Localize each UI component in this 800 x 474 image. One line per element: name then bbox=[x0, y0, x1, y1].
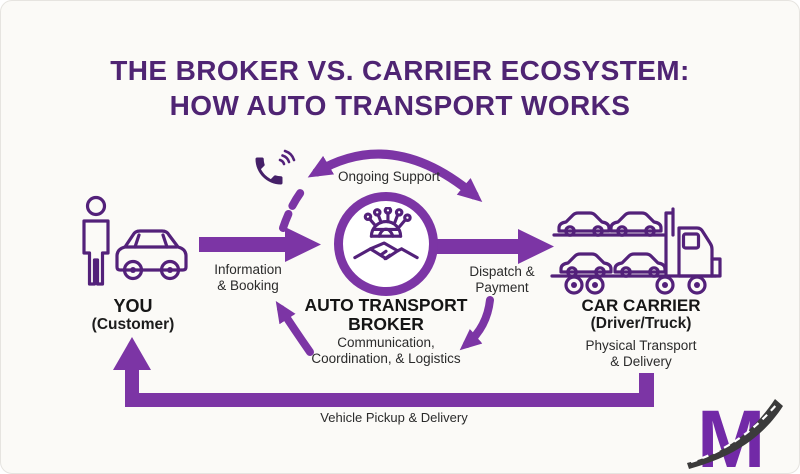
road-swoosh bbox=[687, 399, 783, 469]
trailer-mast bbox=[664, 207, 675, 278]
label-vehicle-pickup-delivery: Vehicle Pickup & Delivery bbox=[320, 410, 468, 425]
road-dashes bbox=[690, 403, 778, 464]
customer-node-label: YOU (Customer) bbox=[67, 296, 199, 334]
carried-car bbox=[557, 211, 611, 237]
car-wheel-hub bbox=[167, 267, 173, 273]
network-spokes bbox=[367, 211, 408, 229]
globe-dome bbox=[369, 220, 403, 238]
road-swoosh-m-logo: M bbox=[685, 389, 799, 473]
person-head bbox=[85, 195, 107, 217]
signal-wave bbox=[278, 158, 286, 166]
truck-cab bbox=[677, 226, 714, 278]
broker-name-line2: BROKER bbox=[348, 313, 424, 334]
car-windshield bbox=[133, 233, 169, 249]
broker-name-line1: AUTO TRANSPORT bbox=[304, 295, 468, 315]
page-title: THE BROKER VS. CARRIER ECOSYSTEM: HOW AU… bbox=[1, 53, 799, 123]
handshake bbox=[353, 241, 419, 261]
customer-subtitle: (Customer) bbox=[91, 316, 175, 333]
label-information-booking: Information & Booking bbox=[198, 262, 298, 293]
arrow-broker-to-carrier bbox=[435, 229, 554, 264]
label-line: Payment bbox=[475, 279, 529, 295]
truck-wheels bbox=[564, 275, 707, 295]
carried-car bbox=[609, 211, 663, 237]
cab-window bbox=[681, 232, 701, 250]
label-line: Coordination, & Logistics bbox=[311, 350, 461, 366]
phone-handset bbox=[255, 157, 283, 185]
carrier-name: CAR CARRIER bbox=[581, 296, 701, 315]
arrow-customer-to-broker bbox=[199, 227, 321, 262]
car-wheel bbox=[159, 259, 181, 281]
signal-wave bbox=[281, 154, 291, 164]
carried-car bbox=[559, 252, 613, 278]
label-line: & Delivery bbox=[610, 353, 672, 369]
label-ongoing-support: Ongoing Support bbox=[337, 169, 441, 184]
car-wheel-hub bbox=[130, 267, 136, 273]
carried-car bbox=[613, 252, 667, 278]
arc-phone-dashed bbox=[279, 188, 305, 232]
car-carrier-truck-icon bbox=[548, 197, 726, 299]
network-nodes bbox=[363, 207, 412, 222]
page-title-line2: HOW AUTO TRANSPORT WORKS bbox=[169, 90, 631, 121]
label-line: Dispatch & bbox=[469, 264, 535, 279]
globe-handshake-icon bbox=[353, 207, 419, 261]
phone-call-icon bbox=[250, 144, 298, 192]
label-line: & Booking bbox=[217, 277, 279, 293]
person-with-car-icon bbox=[73, 194, 193, 294]
label-dispatch-payment: Dispatch & Payment bbox=[451, 264, 553, 295]
label-line: Physical Transport bbox=[585, 338, 697, 353]
person-body bbox=[82, 219, 110, 286]
label-line: Communication, bbox=[337, 335, 435, 350]
label-communication-coordination: Communication, Coordination, & Logistics bbox=[289, 335, 483, 366]
broker-node-label: AUTO TRANSPORT BROKER bbox=[291, 296, 481, 333]
signal-wave bbox=[283, 149, 296, 162]
carrier-node-label: CAR CARRIER (Driver/Truck) bbox=[564, 296, 718, 332]
label-physical-transport: Physical Transport & Delivery bbox=[578, 338, 704, 369]
label-line: Information bbox=[214, 262, 282, 277]
cab-bumper bbox=[710, 257, 722, 278]
broker-circle bbox=[334, 192, 438, 296]
car-wheel bbox=[122, 259, 144, 281]
customer-name: YOU bbox=[113, 296, 153, 316]
page-title-line1: THE BROKER VS. CARRIER ECOSYSTEM: bbox=[110, 55, 690, 86]
carrier-subtitle: (Driver/Truck) bbox=[590, 315, 692, 332]
